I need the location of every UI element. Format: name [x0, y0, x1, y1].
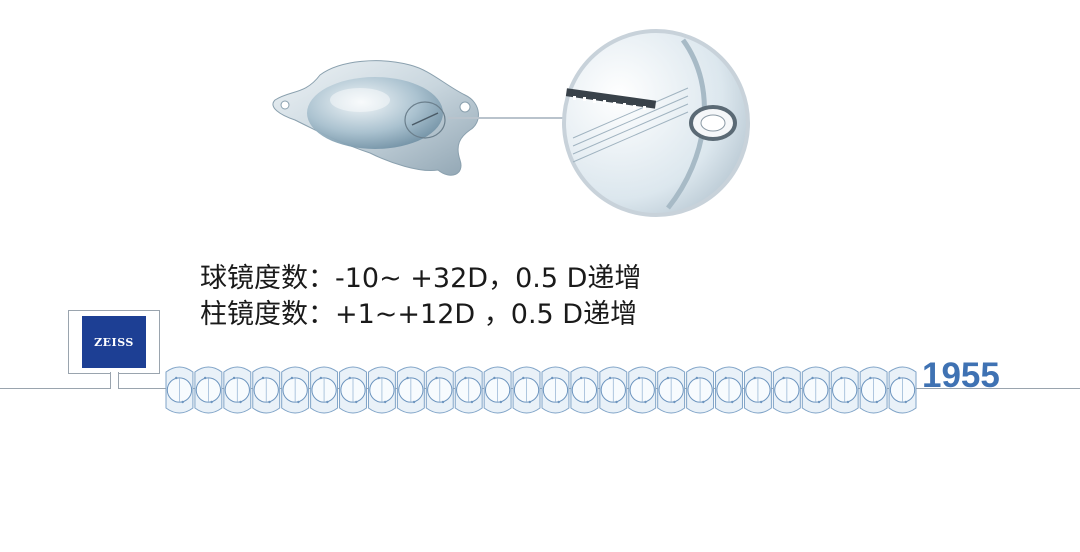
strip-lens-icon [281, 366, 310, 414]
strip-lens-icon [599, 366, 628, 414]
logo-stem [110, 372, 119, 389]
strip-lens-icon [801, 366, 830, 414]
strip-lens-icon [657, 366, 686, 414]
strip-lens-icon [367, 366, 396, 414]
strip-lens-icon [483, 366, 512, 414]
magnified-detail [562, 29, 750, 217]
strip-lens-icon [339, 366, 367, 414]
strip-lens-icon [830, 366, 859, 414]
strip-lens-icon [454, 366, 483, 414]
strip-lens-icon [715, 366, 743, 414]
zeiss-logo-frame: ZEISS [68, 310, 160, 374]
timeline-year: 1955 [922, 356, 1000, 395]
strip-lens-icon [541, 366, 570, 414]
connector-line [448, 117, 568, 119]
strip-lens-icon [396, 366, 425, 414]
lens-illustration [272, 60, 479, 176]
strip-lens-icon [252, 366, 281, 414]
strip-lens-icon [686, 366, 715, 414]
strip-lens-icon [859, 366, 888, 414]
strip-lens-icon [310, 366, 339, 414]
strip-lens-icon [194, 366, 223, 414]
zeiss-logo-text: ZEISS [94, 335, 134, 349]
spec-sphere-range: 球镜度数：-10~ +32D，0.5 D递增 [200, 263, 642, 294]
strip-lens-icon [512, 366, 541, 414]
strip-lens-icon [628, 366, 657, 414]
strip-lens-icon [425, 366, 454, 414]
zeiss-logo: ZEISS [82, 316, 146, 368]
spec-cylinder-range: 柱镜度数：+1~+12D ，0.5 D递增 [200, 299, 638, 330]
strip-lens-icon [743, 366, 772, 414]
strip-lens-icon [570, 366, 599, 414]
strip-lens-icon [772, 366, 801, 414]
strip-lens-icon [165, 366, 194, 414]
strip-lens-icon [223, 366, 252, 414]
strip-lens-icon [888, 366, 917, 414]
lens-strip [165, 366, 917, 414]
